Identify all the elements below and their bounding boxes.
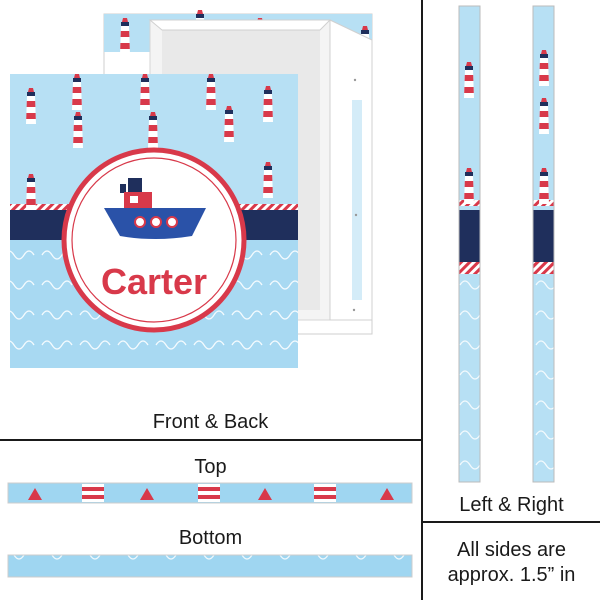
sides-note-line2: approx. 1.5” in [447, 564, 576, 586]
bottom-strip [7, 554, 413, 578]
front-back-label: Front & Back [152, 411, 269, 433]
left-strip [458, 5, 481, 483]
left-right-label: Left & Right [459, 494, 564, 516]
sides-note-line1: All sides are [457, 539, 566, 561]
horizontal-divider-right [421, 521, 600, 523]
product-name: Carter [101, 261, 207, 302]
vertical-divider [421, 0, 423, 600]
bottom-label: Bottom [178, 527, 243, 549]
top-strip [7, 482, 413, 504]
boat-icon [104, 178, 206, 239]
top-label: Top [194, 456, 227, 478]
horizontal-divider-left [0, 439, 423, 441]
canvas-front: Carter [10, 74, 298, 368]
right-strip [532, 5, 555, 483]
